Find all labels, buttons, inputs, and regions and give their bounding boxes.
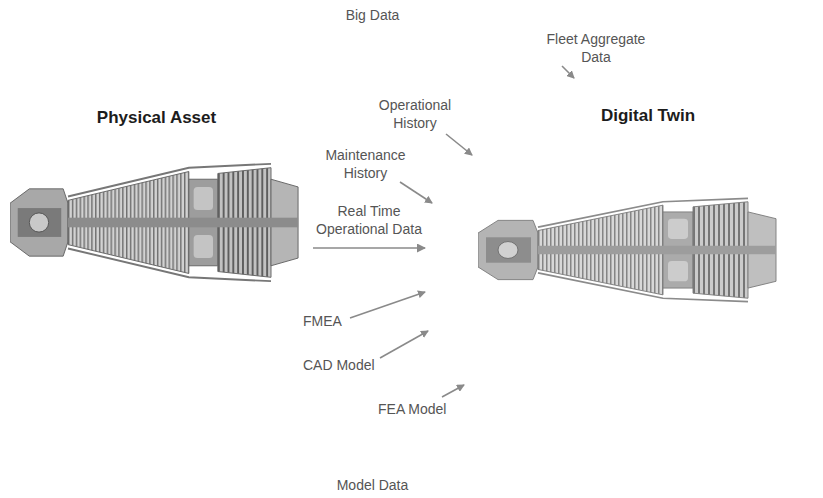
model-source-label: CAD Model	[303, 356, 375, 374]
engine-drawing	[10, 164, 298, 281]
model-source-label-holder: FEA Model	[378, 400, 446, 418]
asset-label: Physical Asset	[8, 108, 305, 128]
leader-arrow	[350, 292, 425, 318]
leader-arrow	[562, 66, 574, 78]
asset-region: Physical Asset	[8, 100, 313, 290]
engine-drawing	[478, 198, 776, 301]
band-heading-holder: Model Data	[275, 476, 470, 494]
data-source-label: Operational History	[370, 96, 460, 132]
data-band: Big DataFleet Aggregate DataOperational …	[275, 4, 645, 245]
twin-label-holder: Digital Twin	[548, 106, 748, 126]
data-flow-arrow	[313, 247, 425, 249]
data-source-label-holder: Operational History	[370, 96, 460, 132]
model-band: Model Data FMEA CAD ModelFEA Model	[275, 298, 470, 498]
data-source-label: Fleet Aggregate Data	[540, 30, 652, 66]
band-heading-holder: Big Data	[275, 6, 470, 24]
cloud-shape: Digital Twin	[425, 55, 810, 475]
cloud-shape-fill	[435, 78, 800, 465]
twin-label: Digital Twin	[548, 106, 748, 126]
band-heading: Big Data	[275, 6, 470, 24]
band-heading: Model Data	[275, 476, 470, 494]
model-source-label-holder: FMEA	[303, 312, 342, 330]
leader-arrow	[442, 385, 464, 397]
model-source-label-holder: CAD Model	[303, 356, 375, 374]
data-source-label-holder: Maintenance History	[318, 146, 413, 182]
edge-label: Real Time Operational Data	[310, 202, 428, 238]
asset-label-holder: Physical Asset	[8, 108, 305, 128]
edge-label-holder: Real Time Operational Data	[310, 202, 428, 238]
data-source-label-holder: Fleet Aggregate Data	[540, 30, 652, 66]
leader-arrow	[380, 331, 428, 358]
leader-arrow	[446, 134, 472, 155]
engine-model-illustration	[478, 195, 778, 305]
model-source-label: FEA Model	[378, 400, 446, 418]
model-source-label: FMEA	[303, 312, 342, 330]
model-band-fill	[275, 298, 470, 470]
engine-illustration	[10, 160, 300, 285]
leader-arrow	[400, 182, 432, 203]
data-source-label: Maintenance History	[318, 146, 413, 182]
